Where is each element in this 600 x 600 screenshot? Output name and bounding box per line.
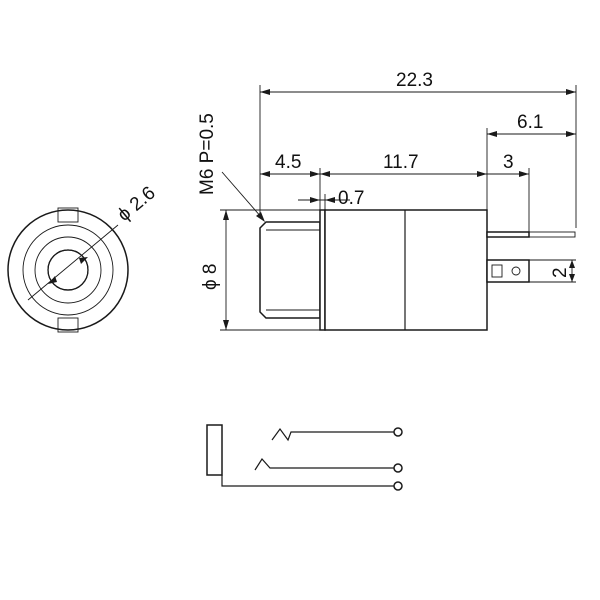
flange-arrow-a <box>310 197 320 203</box>
body-length-label: 11.7 <box>383 152 419 173</box>
terminal-circle-1 <box>393 427 403 437</box>
front-hole-circle-top <box>47 249 89 291</box>
terminal-upper-tip <box>528 231 576 238</box>
thread-length-label: 4.5 <box>275 152 301 173</box>
thread-spec-leader <box>221 171 263 219</box>
thread-arrow-right <box>310 171 320 177</box>
overall-arrow-right <box>566 89 576 95</box>
height-arrow-top <box>569 260 575 268</box>
front-outer-circle <box>7 209 129 331</box>
offset-arrow-left <box>487 131 497 137</box>
hole-diameter-label: ϕ 2.6 <box>114 183 160 226</box>
terminal-lower <box>486 259 530 283</box>
body-arrow-left <box>320 171 330 177</box>
diameter-arrow-top <box>223 210 229 220</box>
front-notch-top <box>57 207 79 223</box>
terminal-gap-label: 3 <box>503 152 514 173</box>
gap-arrow-right <box>519 171 529 177</box>
terminal-lower-hole <box>511 266 521 276</box>
terminal-upper <box>486 231 530 238</box>
body-arrow-right <box>477 171 487 177</box>
front-thread-circle <box>34 236 102 304</box>
overall-length-label: 22.3 <box>396 70 433 91</box>
hole-arrow-a <box>48 276 57 284</box>
overall-arrow-left <box>260 89 270 95</box>
flange-arrow-b <box>325 197 335 203</box>
terminal-circle-2 <box>393 463 403 473</box>
hole-diameter-leader <box>27 224 119 301</box>
main-body <box>324 209 488 331</box>
switch-contact-lower <box>254 458 396 471</box>
switch-contact-upper <box>271 427 396 442</box>
front-inner-circle <box>22 224 114 316</box>
height-arrow-bottom <box>569 274 575 282</box>
schematic-symbol <box>206 424 403 491</box>
thread-arrow-left <box>260 171 270 177</box>
thread-spec-label: M6 P=0.5 <box>197 113 218 195</box>
side-view: 22.3 6.1 4.5 11.7 3 0.7 ϕ 8 <box>197 70 577 331</box>
offset-arrow-right <box>566 131 576 137</box>
terminal-height-label: 2 <box>550 267 571 278</box>
jack-sleeve <box>206 424 223 476</box>
terminal-lower-slot <box>491 264 503 278</box>
thread-spec-arrow <box>256 212 265 222</box>
threaded-nose <box>259 221 321 319</box>
front-view: ϕ 2.6 <box>7 183 160 333</box>
flange-thickness-label: 0.7 <box>338 188 364 209</box>
terminal-circle-3 <box>393 481 403 491</box>
front-notch-bottom <box>57 317 79 333</box>
sleeve-wire <box>221 475 396 487</box>
terminal-offset-label: 6.1 <box>517 112 543 133</box>
body-diameter-label: ϕ 8 <box>200 264 221 291</box>
diameter-arrow-bottom <box>223 320 229 330</box>
hole-arrow-b <box>79 257 88 264</box>
